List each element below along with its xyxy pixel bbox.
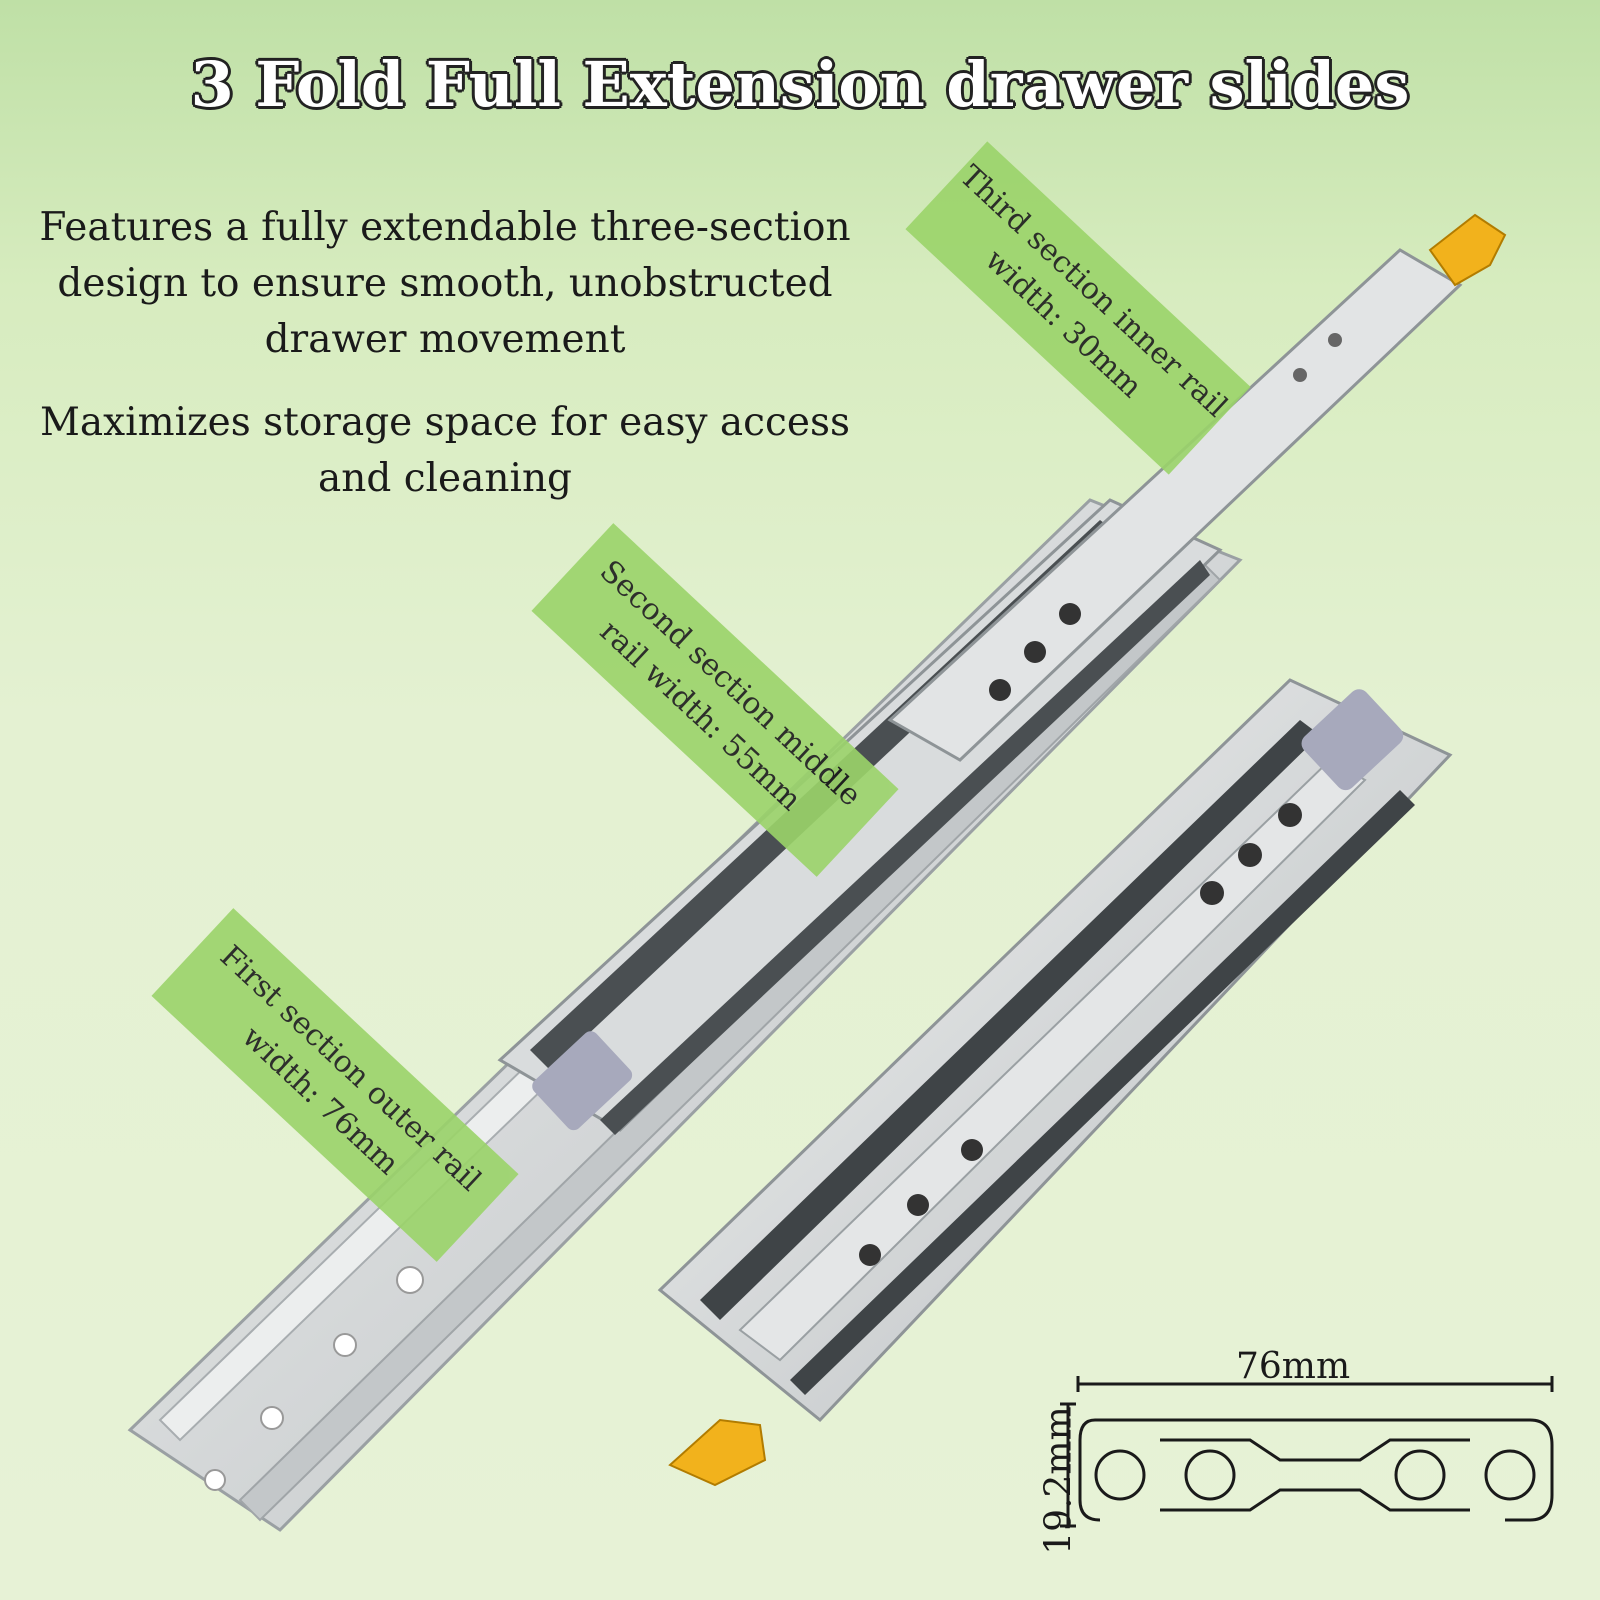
release-tab-icon xyxy=(668,1418,767,1487)
feature-text-design: Features a fully extendable three-sectio… xyxy=(39,205,851,362)
profile-width-label: 76mm xyxy=(1236,1346,1351,1387)
closed-slide-right xyxy=(657,678,1453,1487)
page-title: 3 Fold Full Extension drawer slides xyxy=(190,48,1410,121)
release-tab-icon xyxy=(1428,213,1507,287)
profile-height-label: 19.2mm xyxy=(1038,1406,1080,1555)
feature-text-storage: Maximizes storage space for easy access … xyxy=(40,400,850,501)
rail-profile-diagram xyxy=(1060,1376,1554,1528)
